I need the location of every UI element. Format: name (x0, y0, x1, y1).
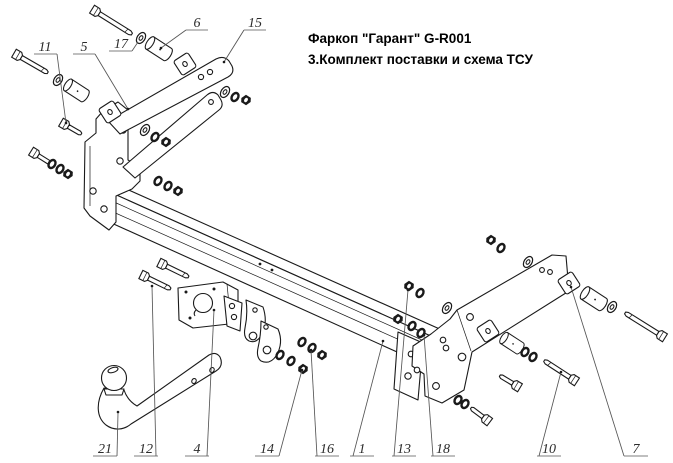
callout-label-17: 17 (114, 37, 129, 52)
spacer-bushing (577, 284, 610, 313)
callout-label-7: 7 (633, 442, 641, 457)
washer (161, 179, 175, 193)
washer (295, 335, 309, 349)
nut (171, 184, 185, 198)
upper-strap-plate (107, 56, 234, 135)
callout-11: 11 (34, 40, 68, 125)
callout-label-4: 4 (194, 442, 201, 457)
callout-7: 7 (569, 285, 648, 457)
nut (484, 233, 498, 247)
callout-label-5: 5 (81, 40, 88, 55)
callout-1: 1 (350, 339, 385, 457)
callout-label-13: 13 (397, 442, 411, 457)
callout-label-10: 10 (542, 442, 556, 457)
lower-strap-plate (122, 91, 223, 179)
callout-label-14: 14 (260, 442, 274, 457)
callout-label-12: 12 (139, 442, 153, 457)
nut (315, 348, 329, 362)
callout-12: 12 (134, 284, 158, 457)
bolt (139, 270, 173, 293)
callouts: 11 5 17 6 15 21 12 (34, 16, 648, 457)
bolt (468, 404, 492, 425)
washer (413, 286, 427, 300)
weld-mark (258, 262, 262, 266)
callout-10: 10 (537, 370, 563, 457)
callout-label-21: 21 (98, 442, 112, 457)
callout-label-1: 1 (359, 442, 366, 457)
bolt (157, 258, 191, 281)
weld-mark (270, 268, 274, 272)
callout-16: 16 (309, 348, 339, 457)
callout-4: 4 (185, 308, 216, 457)
tow-ball-swan-neck (97, 352, 222, 430)
callout-15: 15 (222, 16, 266, 64)
callout-17: 17 (109, 37, 139, 52)
bolt (59, 118, 84, 138)
title-block: Фаркоп "Гарант" G-R001 3.Комплект постав… (308, 31, 533, 67)
callout-18: 18 (422, 333, 455, 457)
washer (305, 341, 319, 355)
product-title: Фаркоп "Гарант" G-R001 (308, 31, 472, 46)
callout-6: 6 (159, 16, 208, 50)
washer (494, 241, 508, 255)
ball-mounting-lugs (223, 295, 282, 363)
callout-label-11: 11 (39, 40, 52, 55)
washer (284, 354, 298, 368)
flat-washer (217, 84, 233, 100)
callout-label-6: 6 (194, 16, 201, 31)
bolt (90, 5, 135, 38)
bolt (623, 309, 668, 342)
washer (228, 90, 242, 104)
flat-washer (439, 300, 455, 316)
callout-label-18: 18 (436, 442, 450, 457)
callout-21: 21 (93, 412, 119, 457)
nut (239, 93, 253, 107)
callout-5: 5 (73, 40, 130, 111)
callout-label-16: 16 (320, 442, 334, 457)
flat-washer (133, 30, 149, 46)
bolt (497, 372, 522, 392)
diagram-subtitle: 3.Комплект поставки и схема ТСУ (308, 52, 533, 67)
callout-13: 13 (392, 288, 416, 457)
flat-washer (137, 122, 153, 138)
nut (296, 362, 310, 376)
left-side-bracket (83, 101, 141, 231)
washer (151, 174, 165, 188)
spacer-bushing (61, 77, 92, 104)
spacer-bushing (142, 34, 175, 63)
callout-14: 14 (255, 368, 304, 457)
washer (526, 350, 540, 364)
flat-washer (50, 72, 66, 88)
callout-label-15: 15 (248, 16, 262, 31)
